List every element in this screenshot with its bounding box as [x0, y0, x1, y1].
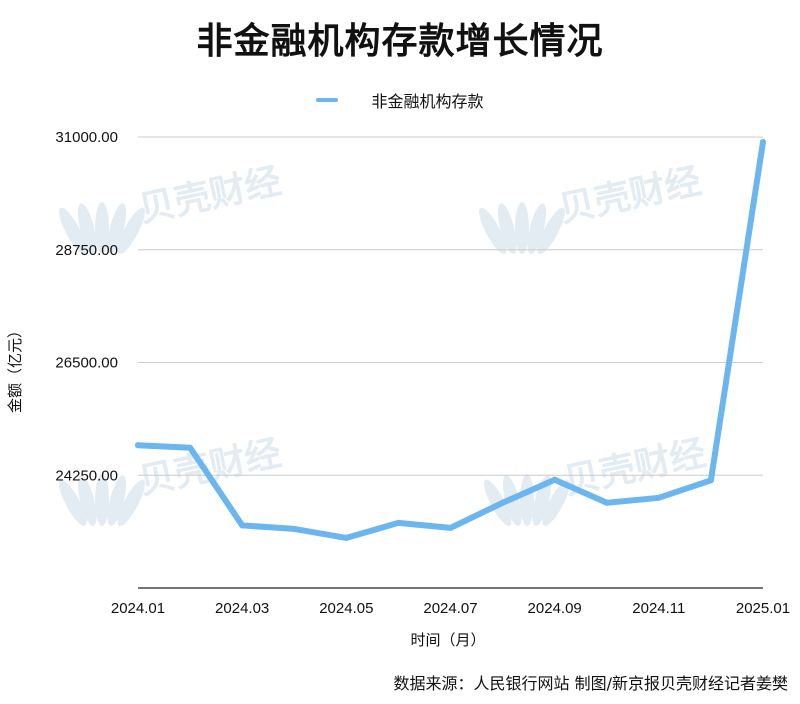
data-point [760, 139, 766, 146]
y-tick-label: 31000.00 [55, 129, 118, 146]
watermark-text: 贝壳财经 [135, 161, 284, 231]
x-tick-label: 2025.01 [736, 600, 790, 617]
data-point [239, 522, 246, 529]
data-point [707, 477, 714, 484]
x-tick-label: 2024.03 [215, 600, 269, 617]
gridlines [138, 136, 763, 589]
y-tick-label: 26500.00 [55, 355, 118, 372]
x-tick-label: 2024.01 [111, 600, 165, 617]
watermark-shell-icon [117, 207, 145, 254]
series-layer [135, 139, 766, 541]
y-axis-ticks: 24250.00 26500.00 28750.00 31000.00 [55, 129, 118, 484]
data-point [187, 444, 194, 451]
watermarks: 贝壳财经贝壳财经贝壳财经贝壳财经 [59, 161, 710, 526]
watermark-shell-icon [479, 207, 507, 254]
data-point [499, 499, 506, 506]
x-axis-label: 时间（月） [410, 631, 485, 649]
watermark-shell-icon [497, 203, 517, 254]
y-axis-label: 金额（亿元） [6, 323, 24, 413]
watermark-shell-icon [117, 479, 145, 526]
legend-label: 非金融机构存款 [371, 92, 484, 111]
data-point [343, 534, 350, 541]
data-point [603, 499, 610, 506]
x-tick-label: 2024.05 [319, 600, 373, 617]
watermark-shell-icon [515, 202, 529, 254]
data-point [395, 519, 402, 526]
x-axis-ticks: 2024.01 2024.03 2024.05 2024.07 2024.09 2024.… [111, 600, 790, 617]
watermark-shell-icon [532, 475, 552, 526]
data-point [655, 494, 662, 501]
y-tick-label: 28750.00 [55, 242, 118, 259]
watermark-shell-icon [59, 207, 87, 254]
legend-swatch [316, 98, 339, 102]
x-tick-label: 2024.11 [632, 600, 685, 617]
data-point [135, 442, 141, 449]
watermark-shell-icon [527, 203, 547, 254]
y-tick-label: 24250.00 [55, 467, 118, 484]
watermark-shell-icon [95, 474, 109, 526]
data-point [447, 524, 454, 531]
data-point [551, 476, 558, 483]
chart-title: 非金融机构存款增长情况 [196, 21, 604, 62]
watermark-shell-icon [77, 475, 97, 526]
x-tick-label: 2024.07 [423, 600, 477, 617]
watermark-shell-icon [107, 203, 127, 254]
watermark: 贝壳财经 [479, 161, 705, 254]
watermark: 贝壳财经 [484, 433, 710, 526]
watermark-shell-icon [107, 475, 127, 526]
x-tick-label: 2024.09 [528, 600, 582, 617]
watermark-shell-icon [520, 474, 534, 526]
watermark-shell-icon [95, 202, 109, 254]
watermark-shell-icon [77, 203, 97, 254]
watermark-shell-icon [59, 479, 87, 526]
source-note: 数据来源：人民银行网站 制图/新京报贝壳财经记者姜樊 [393, 674, 788, 693]
watermark-shell-icon [542, 479, 570, 526]
watermark-shell-icon [537, 207, 565, 254]
data-point [291, 525, 298, 532]
legend: 非金融机构存款 [0, 88, 800, 112]
watermark-text: 贝壳财经 [555, 161, 704, 231]
